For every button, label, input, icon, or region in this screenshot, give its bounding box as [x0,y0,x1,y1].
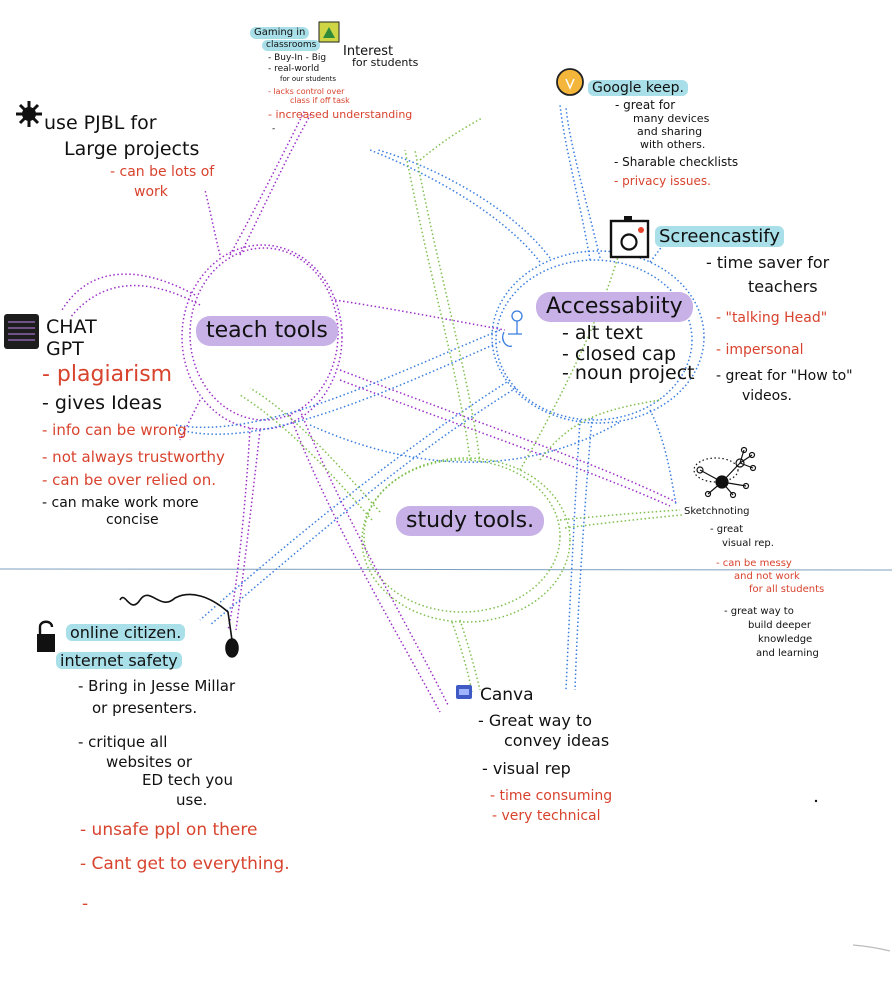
citizen-pro: - critique all [78,733,168,751]
citizen-pro: - Bring in Jesse Millar [78,677,236,695]
canva-pro: convey ideas [504,731,610,750]
sketchnoting-pro: - great [710,524,744,535]
citizen-title: internet safety [56,652,182,669]
gaming-for-students: for students [352,56,419,69]
gaming-title: Gaming in [250,27,310,39]
citizen-pro: websites or [106,753,193,771]
study-tools-label: study tools. [396,506,545,536]
gaming-item: - [272,124,276,134]
teach-tools-label: teach tools [196,316,338,346]
citizen-con: - unsafe ppl on there [80,820,258,840]
lock-icon [37,620,55,652]
sketchnoting-con: - can be messy [716,558,792,569]
network-icon [693,446,757,499]
accessibility-hub-circle [491,250,705,424]
screencastify-pro: videos. [742,388,792,404]
canva-pro: - visual rep [482,759,571,778]
keep-pro: and sharing [637,125,703,138]
gaming-item: for our students [280,75,337,83]
keep-con: - privacy issues. [614,174,711,188]
teach-tools-links [61,109,677,713]
chatgpt-con: - can be over relied on. [42,471,217,489]
canva-con: - very technical [492,808,601,824]
chatgpt-title: CHAT [46,316,97,338]
chatgpt-pro: - can make work more [42,495,199,511]
sketchnoting-con: and not work [734,571,800,582]
sketchnoting-pro: - great way to [724,606,794,617]
stray-mark [852,944,891,952]
screencastify-pro: - great for "How to" [716,368,853,384]
chatgpt-pro: - gives Ideas [42,392,163,414]
sketchnoting-pro: build deeper [748,620,812,631]
chatgpt-icon [4,314,39,349]
keep-pro: - Sharable checklists [614,155,739,169]
pjbl-con: work [134,184,168,200]
pjbl-con: - can be lots of [110,164,215,180]
screencastify-title: Screencastify [655,226,784,247]
screencastify-con: - "talking Head" [716,310,828,326]
screencastify-pro: - time saver for [706,253,830,272]
study-tools-links [239,117,683,693]
canva-title: Canva [480,685,534,705]
citizen-pro: or presenters. [92,699,198,717]
sketchnoting-pro: knowledge [758,634,813,645]
canva-pro: - Great way to [478,711,592,730]
pjbl-line: use PJBL for [44,112,157,134]
accessibility-figure-icon [502,310,523,347]
citizen-headphones-sketch [119,593,239,658]
accessibility-item: - alt text [562,322,643,344]
chatgpt-con: - not always trustworthy [42,448,225,466]
keep-pro: many devices [633,112,710,125]
canva-con: - time consuming [490,788,613,804]
study-tools-hub-circle [361,457,571,623]
keep-pro: - great for [615,98,676,112]
gaming-item: - increased understanding [268,108,413,121]
citizen-pro: ED tech you [142,771,233,789]
sketchnoting-con: for all students [749,584,825,595]
gaming-item: - lacks control over [268,87,345,96]
accessibility-links [174,104,677,691]
citizen-title: online citizen. [66,624,186,641]
keep-pro: with others. [640,138,706,151]
page-divider-line [0,568,892,571]
gaming-big-interest: Interest [343,44,394,59]
citizen-pro: use. [176,791,208,809]
chatgpt-pro: concise [106,512,159,528]
keep-title: Google keep. [588,80,688,96]
pjbl-line: Large projects [64,138,200,160]
gaming-item: class if off task [290,96,350,105]
chatgpt-title: GPT [46,338,84,360]
gaming-title: classrooms [262,40,321,51]
screencastify-pro: teachers [748,277,818,296]
sketchnoting-pro: visual rep. [722,538,774,549]
chatgpt-con: - plagiarism [42,362,173,387]
camera-icon [609,216,650,259]
gaming-item: - Buy-In - Big [268,53,327,63]
sketchnoting-title: Sketchnoting [684,506,750,517]
citizen-con: - Cant get to everything. [80,854,290,874]
sketchnoting-pro: and learning [756,648,819,659]
screencastify-con: - impersonal [716,342,804,358]
accessibility-label: Accessabiity [536,292,693,322]
accessibility-item: - noun project [562,362,695,384]
chatgpt-con: - info can be wrong [42,421,187,439]
citizen-con: - [82,894,89,914]
burst-icon [16,101,42,127]
accessibility-item: - closed cap [562,343,677,365]
lightbulb-icon [556,68,584,96]
canva-icon [456,685,472,699]
gaming-item: - real-world [268,64,320,74]
gaming-icon [318,21,340,43]
stray-dot [814,799,818,803]
teach-tools-hub-circle [181,244,343,430]
